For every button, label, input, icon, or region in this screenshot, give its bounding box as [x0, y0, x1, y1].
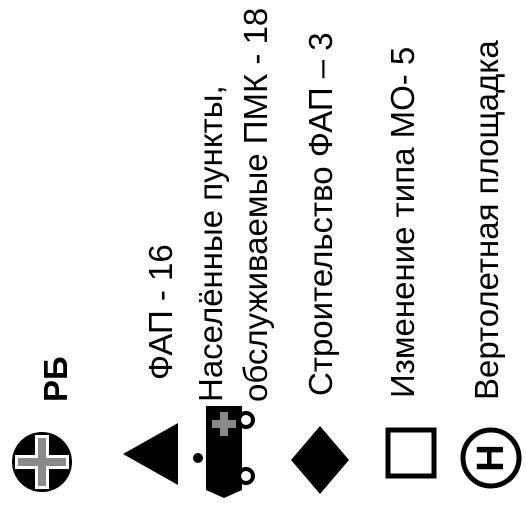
legend-label-mo-change: Изменение типа МО- 5: [384, 46, 421, 398]
hospital-cross-icon: [12, 432, 72, 492]
legend-label-fap: ФАП - 16: [142, 244, 179, 380]
triangle-icon: [123, 423, 178, 485]
legend-label-helipad: Вертолетная площадка: [468, 40, 505, 400]
helipad-letter: H: [470, 444, 512, 472]
legend-label-pmk-line1: Населённые пункты,: [192, 85, 229, 402]
legend-label-rb: РБ: [37, 356, 74, 402]
legend-label-pmk-line2: обслуживаемые ПМК - 18: [237, 7, 274, 402]
legend-label-construction: Строительство ФАП – 3: [302, 32, 339, 396]
diamond-icon: [291, 426, 349, 494]
ambulance-icon: [193, 406, 255, 498]
square-outline-icon: [385, 427, 437, 479]
helipad-icon: H: [458, 425, 524, 491]
